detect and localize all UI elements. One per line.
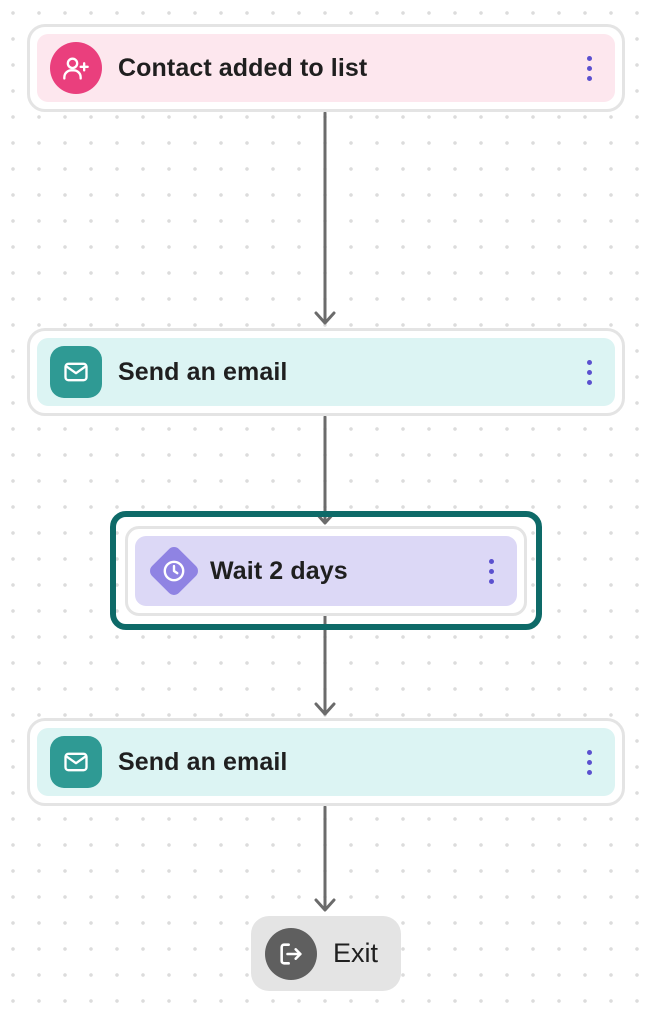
trigger-more-menu-icon[interactable] (577, 46, 601, 90)
send-email-node-2-body[interactable]: Send an email (37, 728, 615, 796)
send-email-more-menu-icon[interactable] (577, 350, 601, 394)
wait-label: Wait 2 days (210, 556, 348, 585)
send-email-node-body[interactable]: Send an email (37, 338, 615, 406)
send-email-2-more-menu-icon[interactable] (577, 740, 601, 784)
wait-node-body[interactable]: Wait 2 days (135, 536, 517, 606)
send-email-label: Send an email (118, 357, 288, 386)
user-plus-icon (50, 42, 102, 94)
connector-email-to-exit (314, 805, 336, 912)
exit-icon (265, 927, 317, 980)
connector-email-to-wait (314, 415, 336, 525)
mail-icon (50, 346, 102, 398)
send-email-node-2[interactable]: Send an email (27, 718, 625, 806)
send-email-node[interactable]: Send an email (27, 328, 625, 416)
send-email-2-label: Send an email (118, 747, 288, 776)
connector-trigger-to-email (314, 111, 336, 325)
clock-icon (148, 545, 200, 597)
trigger-node[interactable]: Contact added to list (27, 24, 625, 112)
connector-wait-to-email (314, 614, 336, 716)
exit-node[interactable]: Exit (251, 916, 401, 991)
trigger-node-body[interactable]: Contact added to list (37, 34, 615, 102)
mail-icon (50, 736, 102, 788)
selected-step-highlight (110, 511, 542, 630)
wait-node[interactable]: Wait 2 days (125, 526, 527, 616)
exit-label: Exit (333, 938, 379, 968)
trigger-label: Contact added to list (118, 53, 368, 82)
wait-more-menu-icon[interactable] (479, 549, 503, 593)
